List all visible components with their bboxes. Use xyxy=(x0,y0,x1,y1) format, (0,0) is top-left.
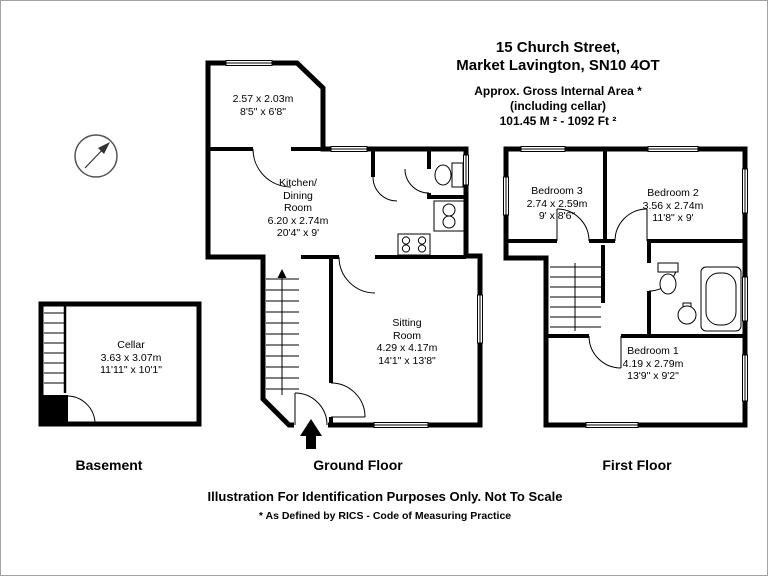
room-dims-metric: 3.63 x 3.07m xyxy=(100,351,162,364)
area-line-1: Approx. Gross Internal Area * xyxy=(474,84,642,98)
room-name: Cellar xyxy=(117,339,145,351)
room-dims-metric: 4.29 x 4.17m xyxy=(376,342,438,354)
bath-icon xyxy=(700,266,742,332)
room-dims-imperial: 11'8" x 9' xyxy=(652,212,694,224)
door-arc xyxy=(372,176,398,202)
room-label-kitchen: Kitchen/ Dining Room 6.20 x 2.74m 20'4" … xyxy=(268,177,329,240)
toilet-icon xyxy=(657,262,679,295)
toilet-icon xyxy=(434,162,464,188)
room-dims-imperial: 11'11" x 10'1" xyxy=(100,364,162,376)
room-name: Room xyxy=(283,202,313,214)
room-dims-metric: 4.19 x 2.79m xyxy=(622,357,684,370)
first-floor-plan xyxy=(503,146,748,428)
ground-windows xyxy=(225,60,483,428)
floor-label-first: First Floor xyxy=(602,457,672,473)
first-interior-walls xyxy=(506,149,745,338)
room-name: Room xyxy=(392,329,422,342)
room-name: Bedroom 2 xyxy=(647,187,699,199)
door-arc xyxy=(252,148,292,188)
ground-interior-walls xyxy=(210,147,466,425)
room-dims-metric: 2.57 x 2.03m xyxy=(232,93,294,105)
rics-note-line: * As Defined by RICS - Code of Measuring… xyxy=(258,510,512,522)
room-label-porch: 2.57 x 2.03m 8'5" x 6'8" xyxy=(233,93,294,118)
basement-wall-mass xyxy=(41,395,68,424)
door-arc xyxy=(404,168,430,194)
first-outline xyxy=(503,146,748,428)
ground-doors xyxy=(252,148,430,426)
room-label-bedroom2: Bedroom 2 3.56 x 2.74m 11'8" x 9' xyxy=(643,187,704,225)
floor-label-basement: Basement xyxy=(75,457,143,473)
room-dims-metric: 2.74 x 2.59m xyxy=(526,197,588,210)
door-arc xyxy=(294,392,328,426)
ground-stairs xyxy=(266,269,299,395)
floor-label-ground: Ground Floor xyxy=(313,457,403,473)
address-line-1: 15 Church Street, xyxy=(495,39,621,56)
room-name: Sitting xyxy=(392,317,422,329)
room-name: Bedroom 3 xyxy=(531,185,583,197)
first-stairs xyxy=(550,263,601,331)
room-label-cellar: Cellar 3.63 x 3.07m 11'11" x 10'1" xyxy=(100,339,162,377)
compass-icon xyxy=(74,134,118,178)
kitchen-sink-icon xyxy=(433,200,465,232)
door-arc xyxy=(614,208,648,242)
bathroom-fixtures xyxy=(657,262,742,332)
door-arc xyxy=(330,382,366,418)
door-arc xyxy=(556,208,590,242)
room-dims-imperial: 14'1" x 13'8" xyxy=(378,354,436,367)
room-dims-imperial: 9' x 8'6" xyxy=(538,210,576,222)
room-dims-imperial: 20'4" x 9' xyxy=(276,227,320,239)
room-dims-metric: 3.56 x 2.74m xyxy=(642,199,704,212)
room-label-sitting: Sitting Room 4.29 x 4.17m 14'1" x 13'8" xyxy=(377,317,438,367)
header: 15 Church Street, Market Lavington, SN10… xyxy=(456,39,659,129)
room-name: Dining xyxy=(283,189,313,202)
ground-floor-plan xyxy=(205,60,483,449)
disclaimer-line: Illustration For Identification Purposes… xyxy=(207,489,563,504)
area-block: Approx. Gross Internal Area * (including… xyxy=(456,84,659,129)
entry-arrow-icon xyxy=(300,419,322,449)
basement-plan xyxy=(38,301,202,427)
room-label-bedroom1: Bedroom 1 4.19 x 2.79m 13'9" x 9'2" xyxy=(623,345,684,383)
room-name: Kitchen/ xyxy=(279,177,317,189)
room-dims-imperial: 13'9" x 9'2" xyxy=(627,370,679,382)
room-dims-imperial: 8'5" x 6'8" xyxy=(240,105,286,118)
door-arc xyxy=(588,335,622,369)
stove-icon xyxy=(397,233,431,256)
first-windows xyxy=(503,146,748,428)
door-arc xyxy=(66,395,96,425)
basement-stairs xyxy=(44,312,64,384)
door-arc xyxy=(338,256,376,294)
room-name: Bedroom 1 xyxy=(627,345,679,357)
room-dims-metric: 6.20 x 2.74m xyxy=(267,214,329,227)
area-line-2: (including cellar) xyxy=(509,99,607,113)
ground-fixtures xyxy=(397,162,465,256)
address-line-2: Market Lavington, SN10 4OT xyxy=(456,57,660,74)
area-line-3: 101.45 M ² - 1092 Ft ² xyxy=(499,114,617,128)
sink-icon xyxy=(677,302,697,325)
room-label-bedroom3: Bedroom 3 2.74 x 2.59m 9' x 8'6" xyxy=(527,185,588,223)
